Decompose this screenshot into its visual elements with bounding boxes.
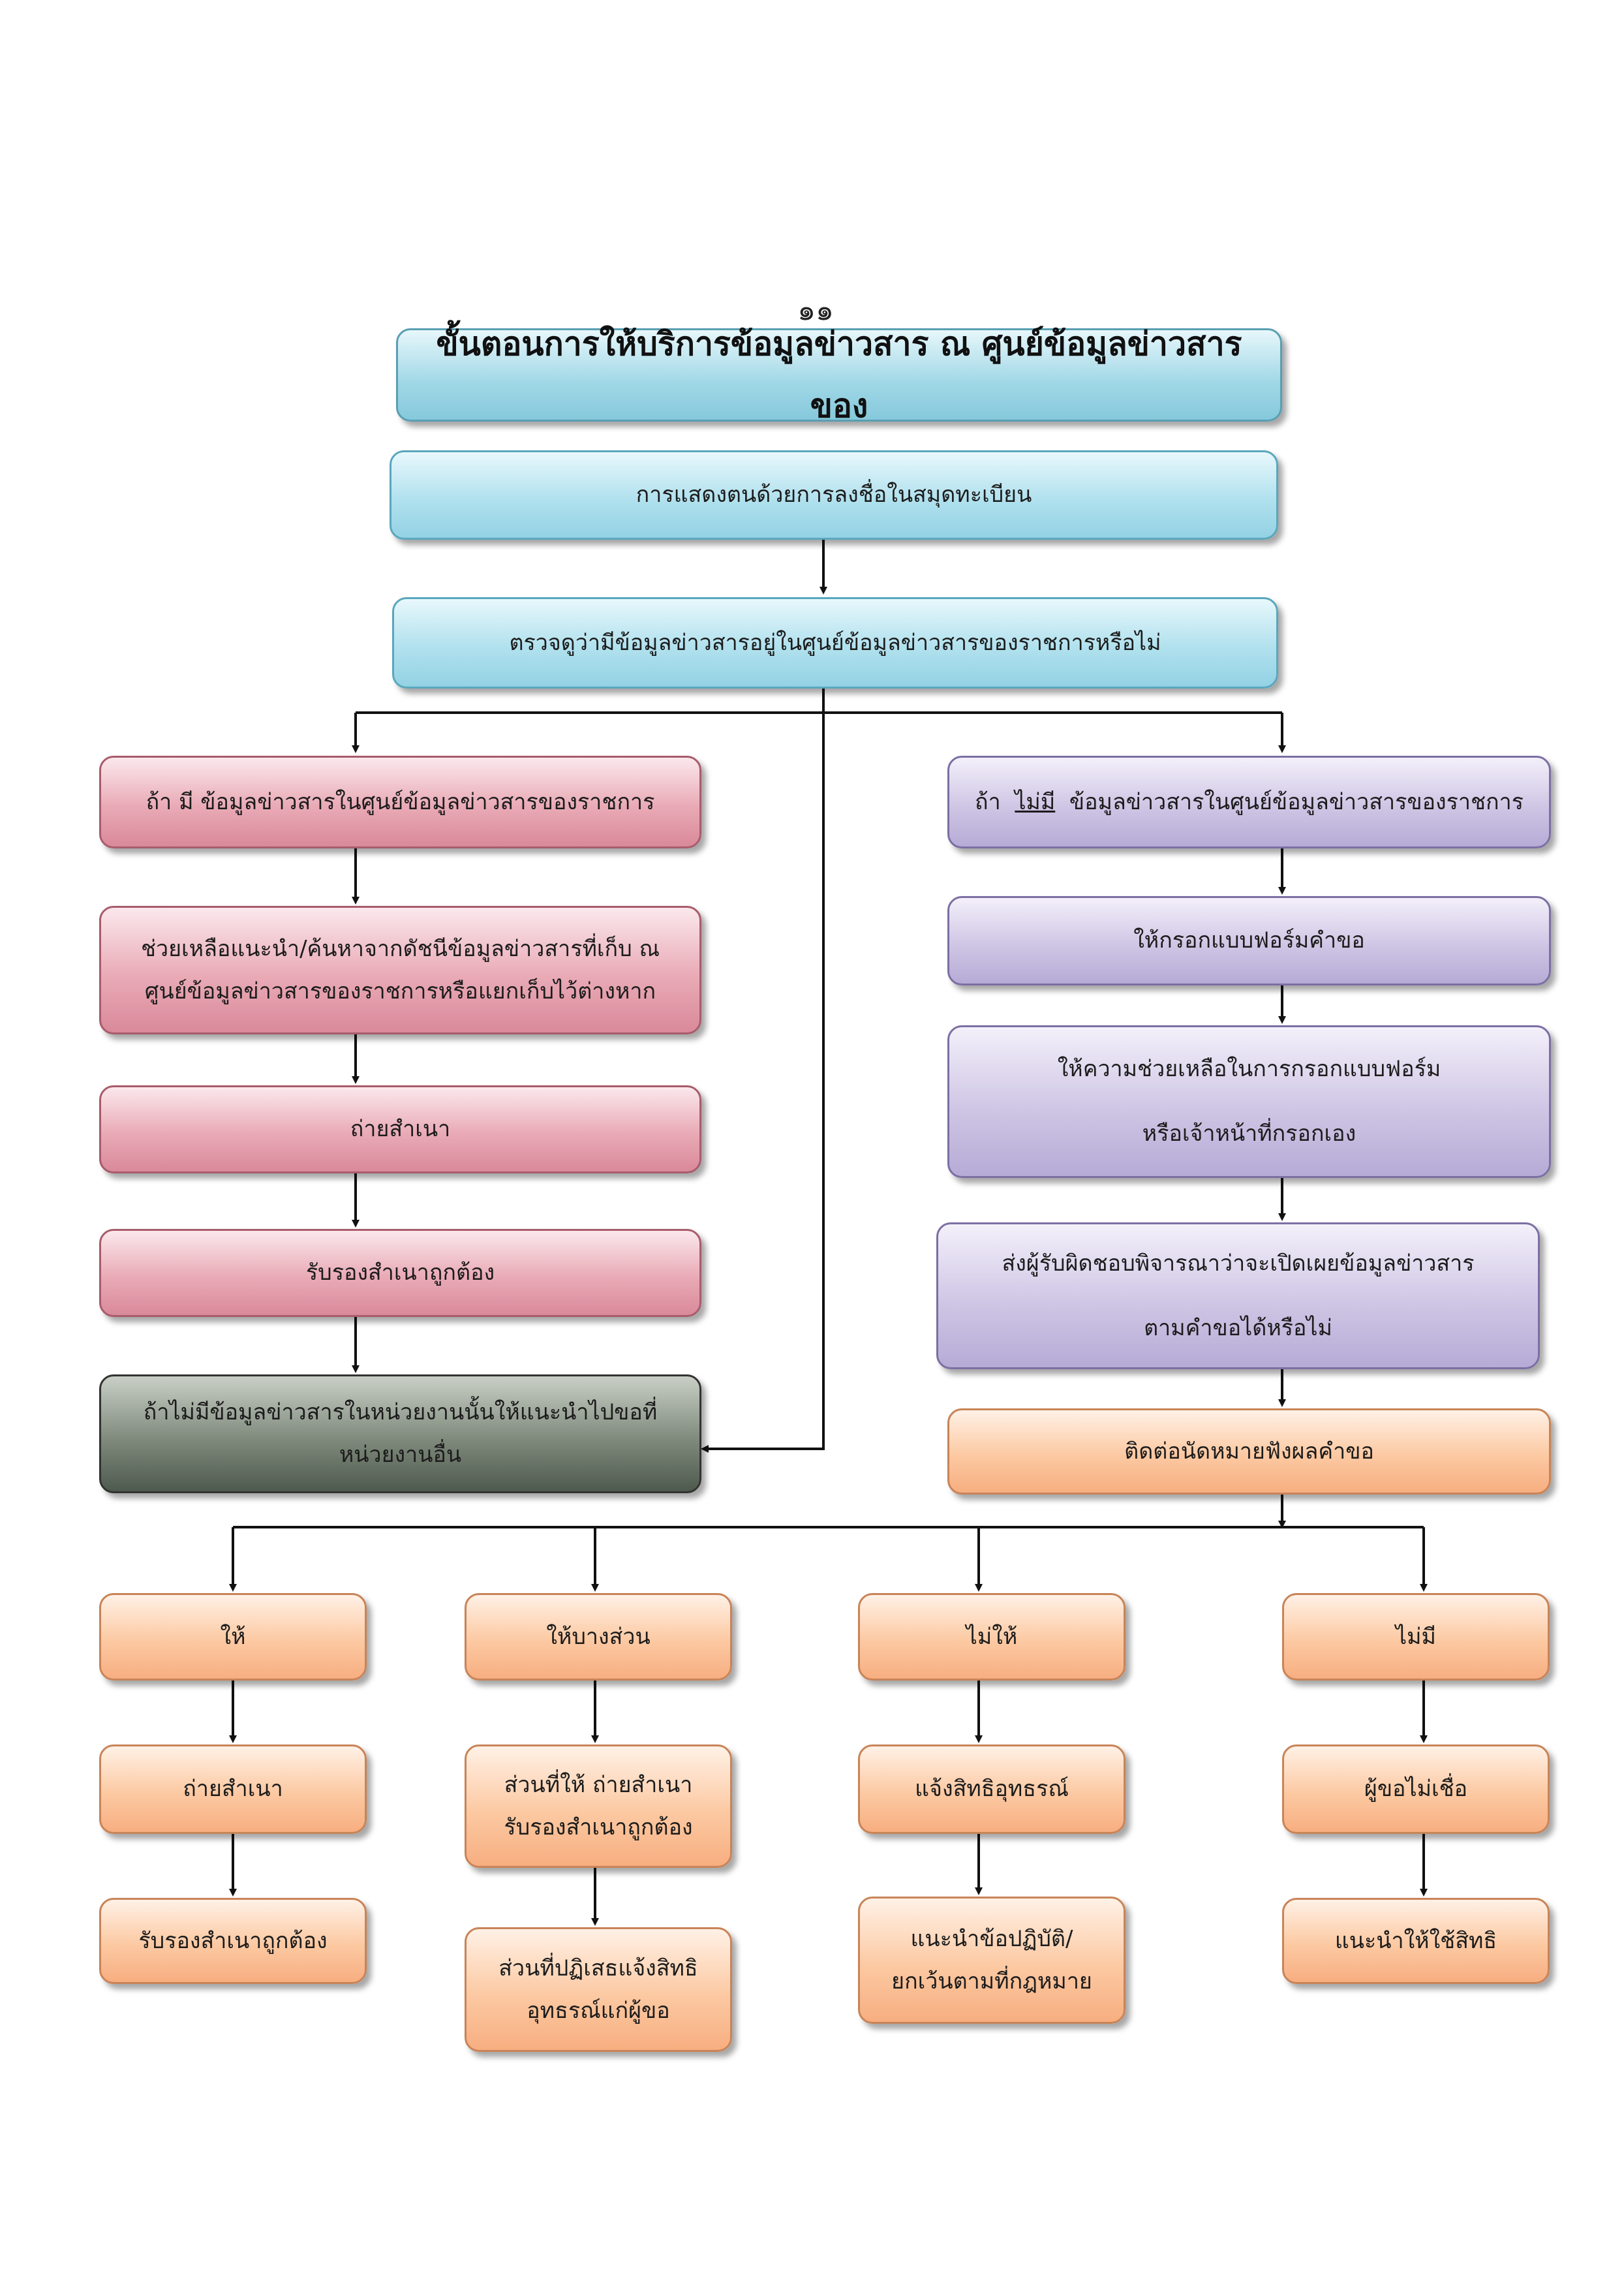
page-number: ๑๑ bbox=[797, 294, 834, 327]
fill-form-box: ให้กรอกแบบฟอร์มคำขอ bbox=[947, 896, 1551, 985]
help-form-box: ให้ความช่วยเหลือในการกรอกแบบฟอร์ม หรือเจ… bbox=[947, 1025, 1551, 1178]
arrow-check-to-refer bbox=[701, 689, 825, 1453]
outcome-none: ไม่มี bbox=[1282, 1593, 1550, 1681]
outcome-give-step2: รับรองสำเนาถูกต้อง bbox=[99, 1898, 367, 1984]
outcome-partial-step2: ส่วนที่ปฏิเสธแจ้งสิทธิ อุทธรณ์แก่ผู้ขอ bbox=[465, 1927, 732, 2052]
outcome-partial: ให้บางส่วน bbox=[465, 1593, 732, 1681]
certify-box: รับรองสำเนาถูกต้อง bbox=[99, 1229, 701, 1317]
outcome-deny-step1: แจ้งสิทธิอุทธรณ์ bbox=[858, 1744, 1126, 1834]
appointment-box: ติดต่อนัดหมายฟังผลคำขอ bbox=[947, 1408, 1551, 1495]
outcome-partial-step1: ส่วนที่ให้ ถ่ายสำเนา รับรองสำเนาถูกต้อง bbox=[465, 1744, 732, 1868]
step-check: ตรวจดูว่ามีข้อมูลข่าวสารอยู่ในศูนย์ข้อมู… bbox=[392, 597, 1278, 689]
step-register: การแสดงตนด้วยการลงชื่อในสมุดทะเบียน bbox=[390, 450, 1278, 540]
assist-box: ช่วยเหลือแนะนำ/ค้นหาจากดัชนีข้อมูลข่าวสา… bbox=[99, 906, 701, 1034]
send-to-box: ส่งผู้รับผิดชอบพิจารณาว่าจะเปิดเผยข้อมูล… bbox=[936, 1222, 1540, 1369]
outcome-give: ให้ bbox=[99, 1593, 367, 1681]
outcome-none-step2: แนะนำให้ใช้สิทธิ bbox=[1282, 1898, 1550, 1984]
no-info-box: ถ้า ไม่มี ข้อมูลข่าวสารในศูนย์ข้อมูลข่าว… bbox=[947, 756, 1551, 848]
copy-box: ถ่ายสำเนา bbox=[99, 1085, 701, 1173]
outcome-none-step1: ผู้ขอไม่เชื่อ bbox=[1282, 1744, 1550, 1834]
outcome-deny: ไม่ให้ bbox=[858, 1593, 1126, 1681]
outcome-give-step1: ถ่ายสำเนา bbox=[99, 1744, 367, 1834]
page-title: ขั้นตอนการให้บริการข้อมูลข่าวสาร ณ ศูนย์… bbox=[396, 325, 1282, 425]
outcome-deny-step2: แนะนำข้อปฏิบัติ/ ยกเว้นตามที่กฎหมาย bbox=[858, 1897, 1126, 2024]
refer-box: ถ้าไม่มีข้อมูลข่าวสารในหน่วยงานนั้นให้แน… bbox=[99, 1374, 701, 1493]
has-info-box: ถ้า มี ข้อมูลข่าวสารในศูนย์ข้อมูลข่าวสาร… bbox=[99, 756, 701, 848]
